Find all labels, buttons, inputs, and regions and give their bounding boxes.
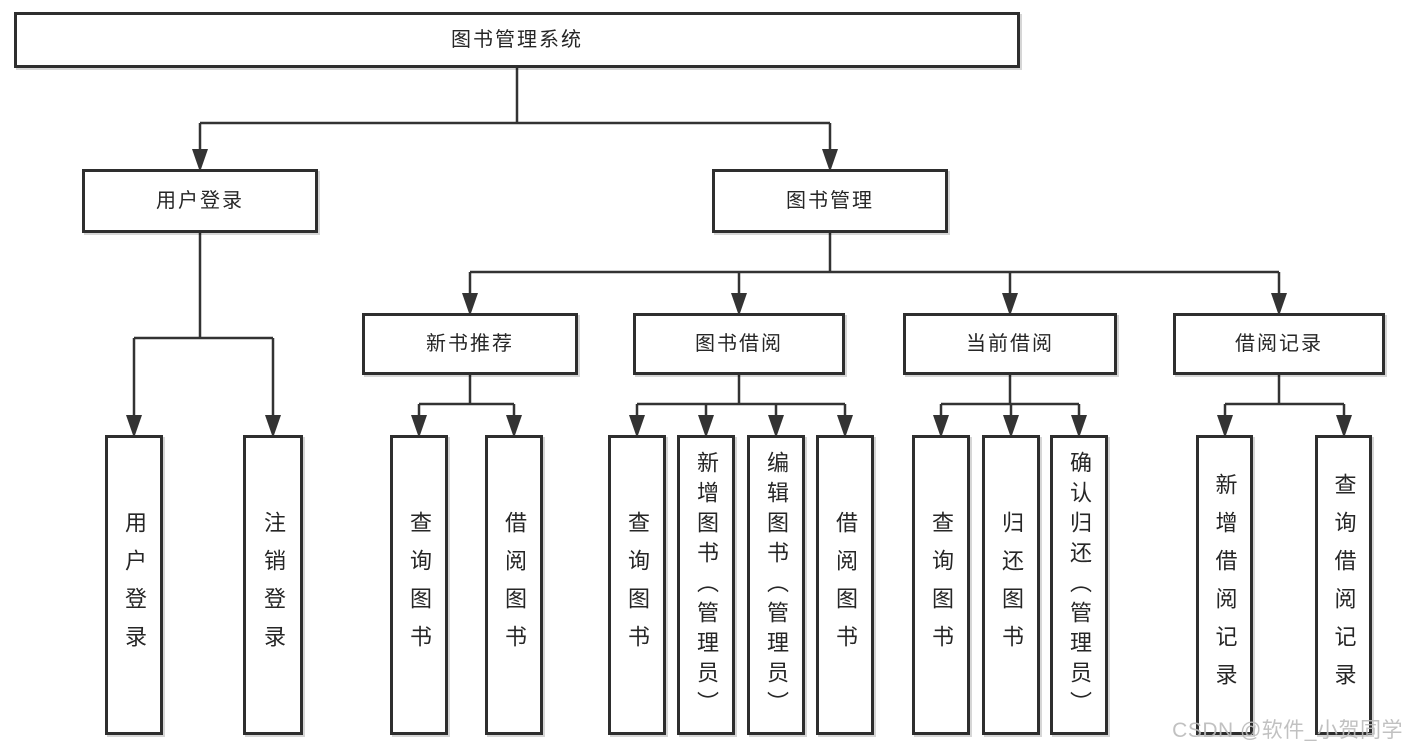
node-new-book-recommend: 新书推荐 (362, 313, 578, 375)
node-leaf-query-books-1: 查询图书 (390, 435, 448, 735)
node-leaf-add-books-admin: 新增图书（管理员） (677, 435, 735, 735)
node-leaf-user-login: 用户登录 (105, 435, 163, 735)
connector-arrowhead (192, 149, 208, 172)
node-root: 图书管理系统 (14, 12, 1020, 68)
node-label-leaf-user-login: 用户登录 (122, 511, 147, 663)
node-label-user-login: 用户登录 (156, 190, 244, 212)
node-leaf-query-books-2: 查询图书 (608, 435, 666, 735)
node-label-leaf-query-books-1: 查询图书 (407, 511, 432, 663)
connector-arrowhead (1003, 415, 1019, 438)
node-book-management: 图书管理 (712, 169, 948, 233)
connector-arrowhead (506, 415, 522, 438)
node-label-book-management: 图书管理 (786, 190, 874, 212)
node-borrow-records: 借阅记录 (1173, 313, 1385, 375)
connector-arrowhead (1336, 415, 1352, 438)
node-leaf-logout: 注销登录 (243, 435, 303, 735)
node-label-root: 图书管理系统 (451, 29, 583, 51)
node-label-leaf-borrow-books-2: 借阅图书 (833, 511, 858, 663)
connector-arrowhead (411, 415, 427, 438)
node-leaf-borrow-books-1: 借阅图书 (485, 435, 543, 735)
connector-arrowhead (1071, 415, 1087, 438)
node-label-leaf-logout: 注销登录 (261, 511, 286, 663)
connector-arrowhead (698, 415, 714, 438)
node-label-leaf-query-books-2: 查询图书 (625, 511, 650, 663)
node-label-leaf-add-borrow-record: 新增借阅记录 (1212, 473, 1238, 701)
node-leaf-query-books-3: 查询图书 (912, 435, 970, 735)
node-leaf-add-borrow-record: 新增借阅记录 (1196, 435, 1253, 735)
node-label-current-borrowing: 当前借阅 (966, 333, 1054, 355)
connector-arrowhead (822, 149, 838, 172)
node-book-borrowing: 图书借阅 (633, 313, 845, 375)
node-label-leaf-add-books-admin: 新增图书（管理员） (694, 451, 719, 721)
node-label-new-book-recommend: 新书推荐 (426, 333, 514, 355)
watermark-text: CSDN @软件_小贺同学 (1172, 719, 1403, 742)
connector-arrowhead (629, 415, 645, 438)
connector-arrowhead (1217, 415, 1233, 438)
node-label-book-borrowing: 图书借阅 (695, 333, 783, 355)
connector-arrowhead (731, 293, 747, 316)
node-label-leaf-confirm-return-admin: 确认归还（管理员） (1067, 451, 1092, 721)
node-current-borrowing: 当前借阅 (903, 313, 1117, 375)
node-leaf-return-books: 归还图书 (982, 435, 1040, 735)
connector-arrowhead (1002, 293, 1018, 316)
node-leaf-edit-books-admin: 编辑图书（管理员） (747, 435, 805, 735)
node-leaf-query-borrow-record: 查询借阅记录 (1315, 435, 1372, 735)
node-label-borrow-records: 借阅记录 (1235, 333, 1323, 355)
connector-arrowhead (933, 415, 949, 438)
node-leaf-borrow-books-2: 借阅图书 (816, 435, 874, 735)
connector-arrowhead (837, 415, 853, 438)
node-label-leaf-borrow-books-1: 借阅图书 (502, 511, 527, 663)
node-user-login: 用户登录 (82, 169, 318, 233)
node-label-leaf-query-books-3: 查询图书 (929, 511, 954, 663)
connector-arrowhead (768, 415, 784, 438)
connector-arrowhead (126, 415, 142, 438)
node-label-leaf-return-books: 归还图书 (999, 511, 1024, 663)
connector-arrowhead (462, 293, 478, 316)
node-label-leaf-edit-books-admin: 编辑图书（管理员） (764, 451, 789, 721)
connector-arrowhead (265, 415, 281, 438)
node-leaf-confirm-return-admin: 确认归还（管理员） (1050, 435, 1108, 735)
node-label-leaf-query-borrow-record: 查询借阅记录 (1331, 473, 1357, 701)
connector-arrowhead (1271, 293, 1287, 316)
